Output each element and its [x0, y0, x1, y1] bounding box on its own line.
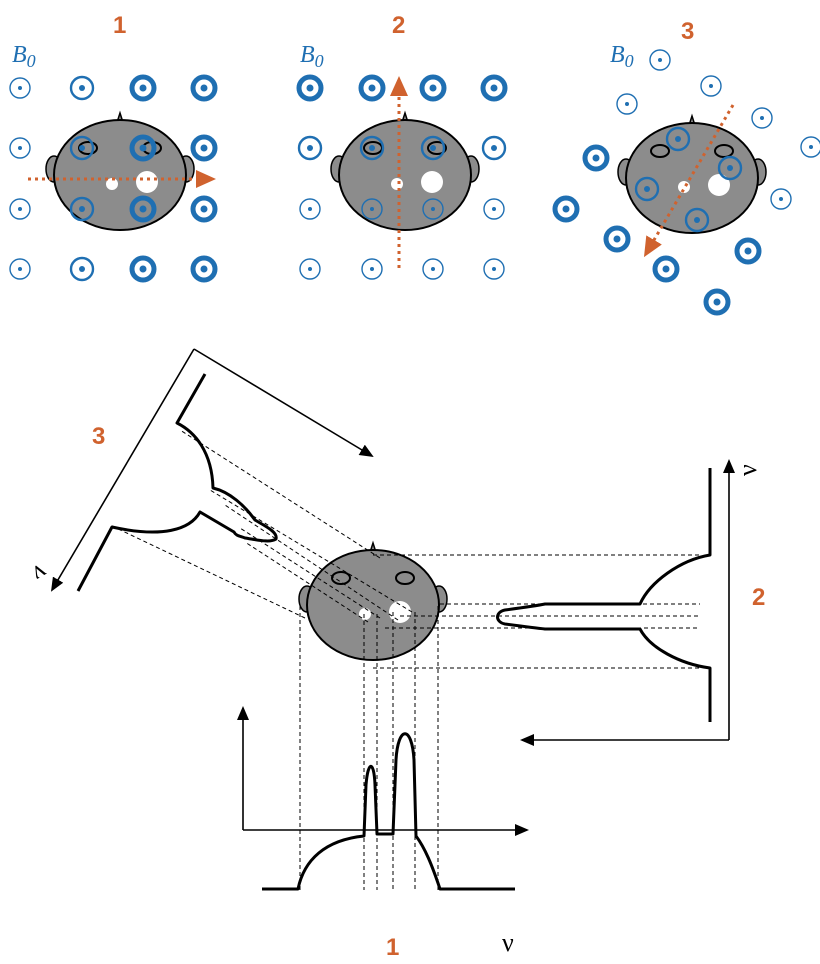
panel-1-head-icon — [45, 112, 195, 231]
projection-2-number: 2 — [752, 584, 765, 611]
panel-2-head-icon — [330, 112, 480, 231]
projection-3: ν 3 — [28, 348, 374, 592]
panel-1-field-label: B0 — [12, 42, 36, 71]
projection-guides — [109, 429, 700, 890]
projection-1: ν 1 — [237, 706, 529, 961]
panel-2-field-label: B0 — [300, 42, 324, 71]
panel-3-gradient-arrow — [643, 104, 735, 258]
projection-3-number: 3 — [92, 423, 105, 450]
panel-2: 2 B0 — [299, 12, 505, 280]
panel-3-number: 3 — [681, 18, 694, 45]
projection-2-spectrum — [496, 468, 712, 722]
panel-1-number: 1 — [113, 12, 126, 39]
panel-3-head-icon — [617, 115, 767, 234]
projection-1-axis-label: ν — [502, 928, 514, 957]
projection-2: ν 2 — [496, 459, 765, 746]
projection-3-y-axis — [50, 348, 195, 592]
central-head-icon — [298, 542, 448, 661]
panel-3-field-label: B0 — [610, 42, 634, 71]
projection-1-number: 1 — [386, 934, 399, 961]
projection-1-spectrum — [262, 732, 515, 891]
panel-2-number: 2 — [392, 12, 405, 39]
panel-3: 3 B0 — [555, 18, 820, 313]
projection-3-axis-label: ν — [28, 558, 53, 589]
panel-1: 1 B0 — [9, 12, 215, 280]
projection-2-axis-label: ν — [733, 464, 762, 476]
projection-3-x-axis — [193, 348, 374, 458]
projection-3-spectrum — [76, 373, 278, 592]
